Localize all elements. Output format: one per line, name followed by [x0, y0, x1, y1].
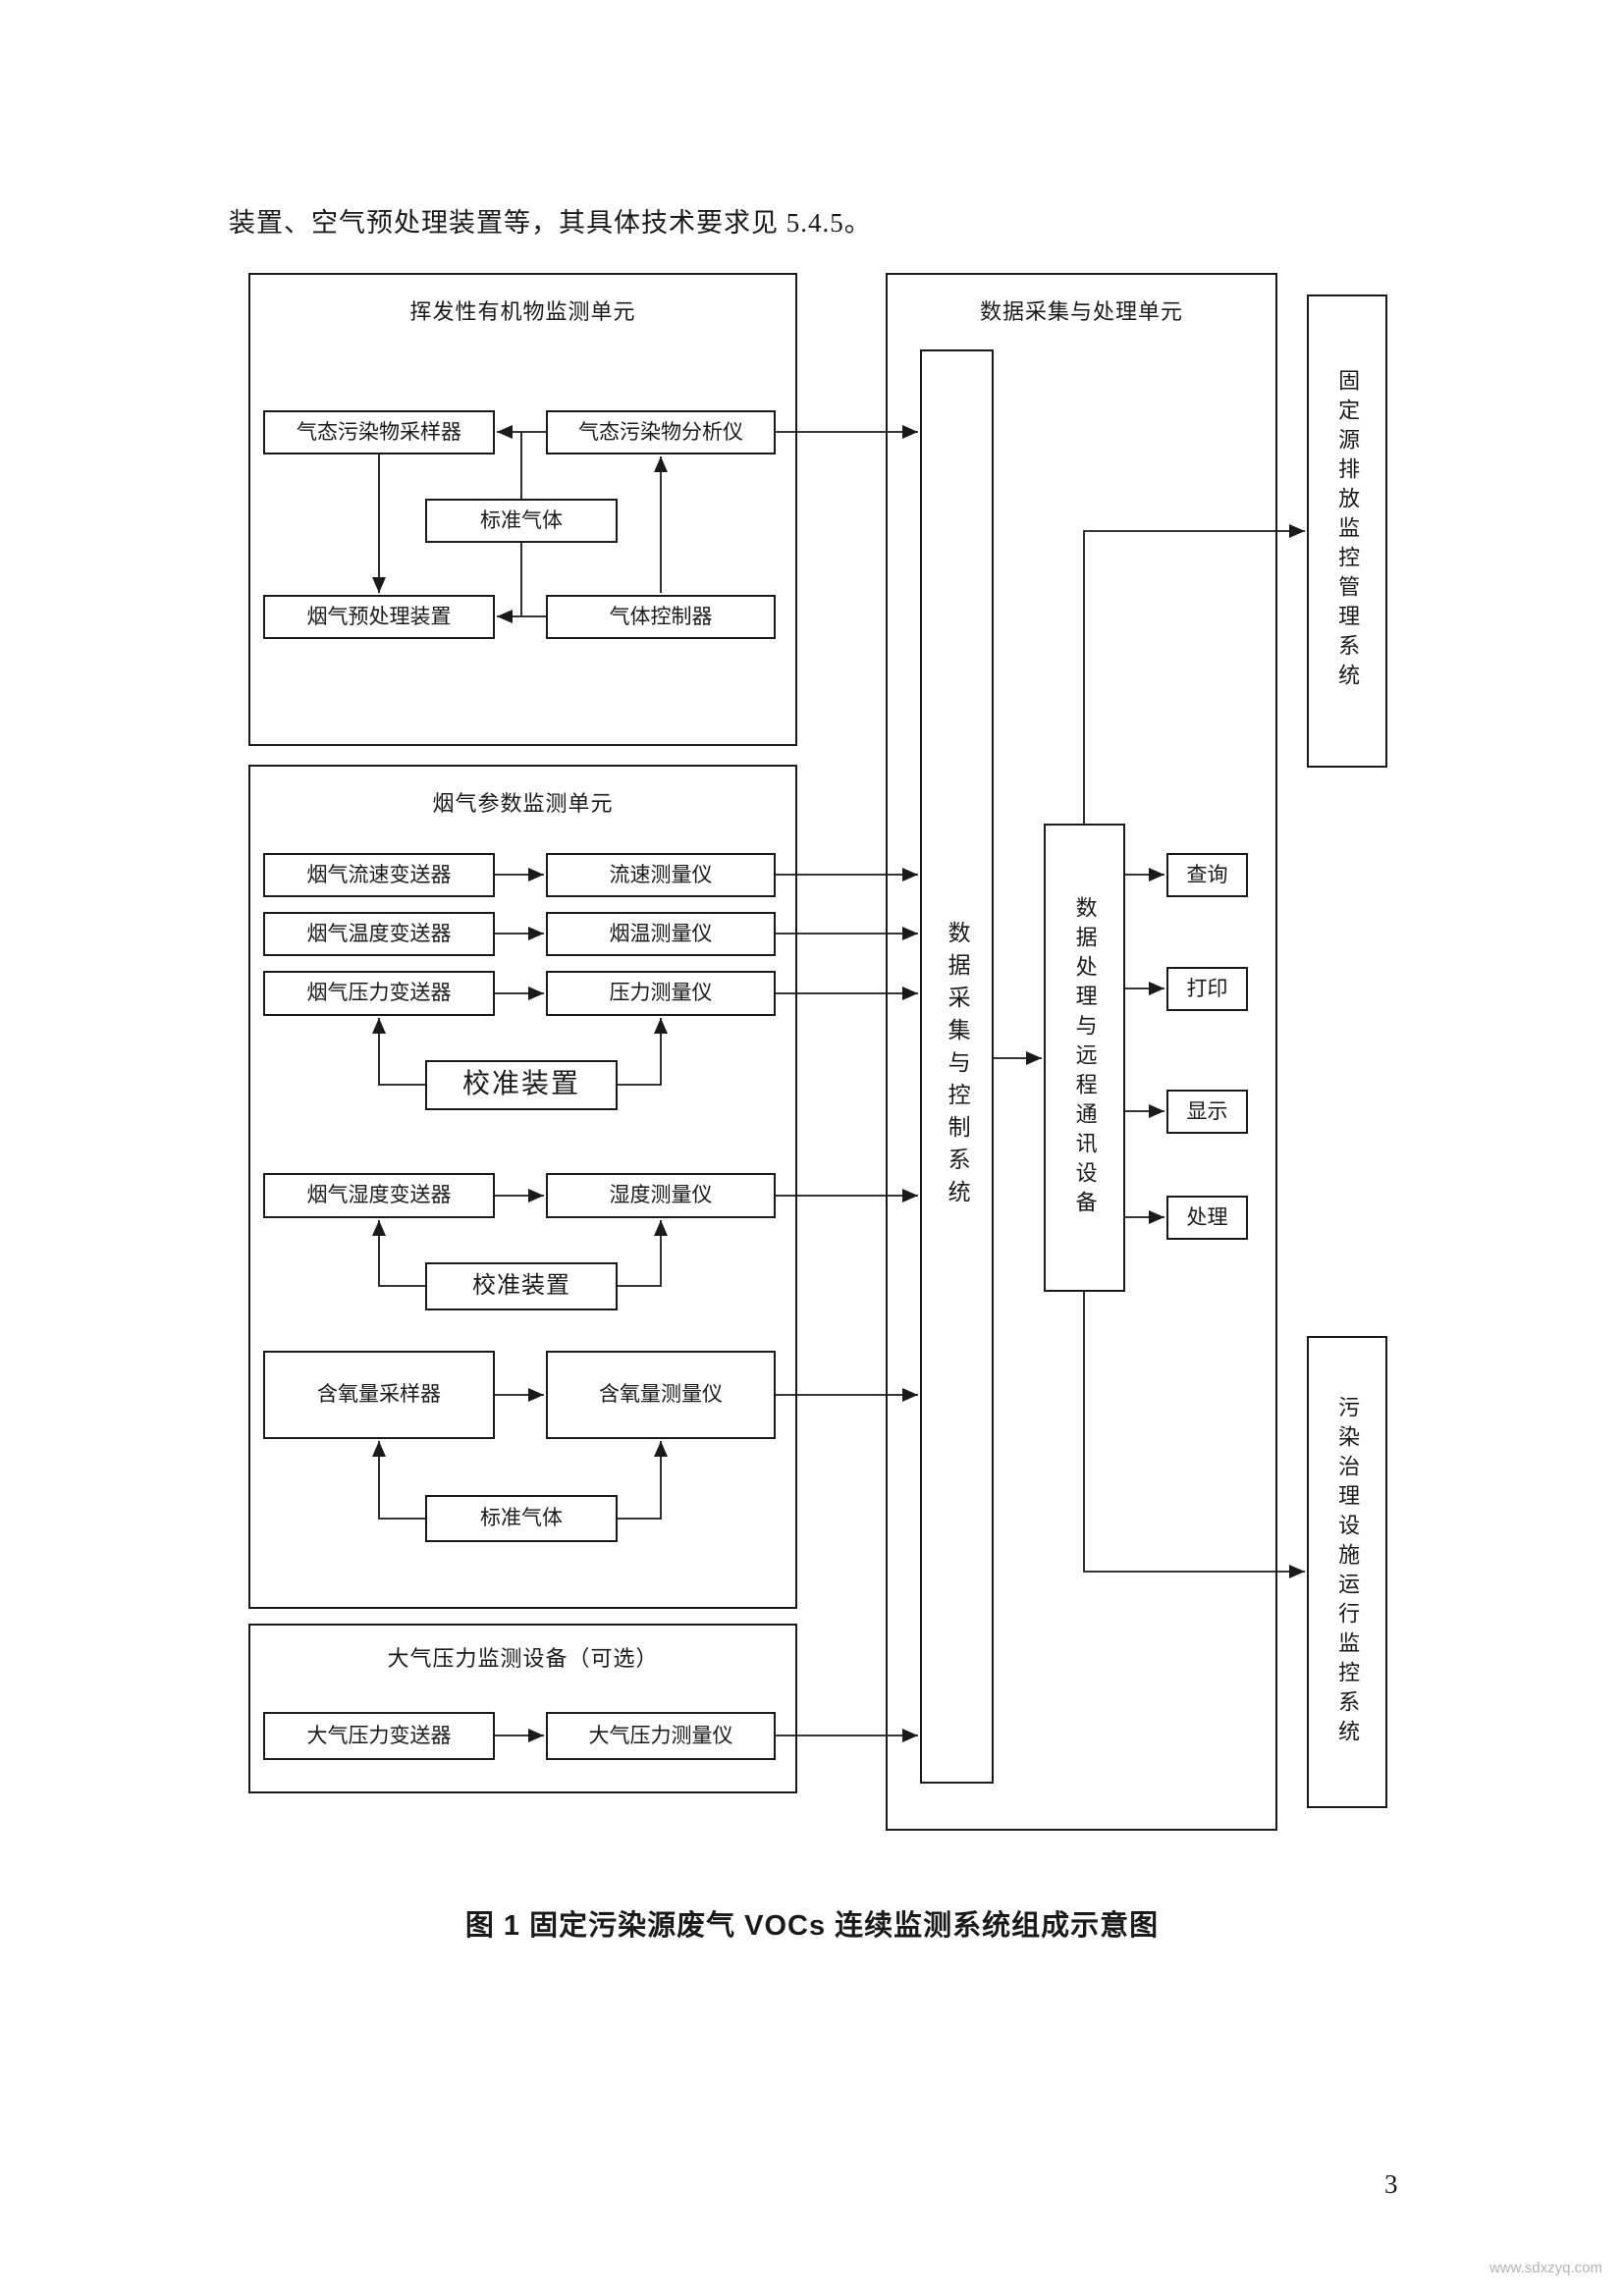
voc-unit-title: 挥发性有机物监测单元: [409, 299, 636, 324]
node-standard-gas-oxygen: 标准气体: [425, 1495, 618, 1542]
node-calibration-device-2: 校准装置: [425, 1262, 618, 1310]
intro-text: 装置、空气预处理装置等，其具体技术要求见 5.4.5。: [229, 208, 872, 238]
node-output-process: 处理: [1166, 1196, 1248, 1240]
node-flow-transmitter: 烟气流速变送器: [263, 853, 495, 897]
node-flue-gas-pretreatment: 烟气预处理装置: [263, 595, 495, 639]
flue-unit-title: 烟气参数监测单元: [432, 791, 614, 816]
node-pressure-transmitter: 烟气压力变送器: [263, 971, 495, 1016]
node-pollution-control-monitoring-system: 污染治理设施运行监控系统: [1307, 1336, 1387, 1808]
node-flow-meter: 流速测量仪: [546, 853, 776, 897]
node-oxygen-sampler: 含氧量采样器: [263, 1351, 495, 1439]
atm-unit-title: 大气压力监测设备（可选）: [387, 1646, 659, 1671]
node-atm-pressure-meter: 大气压力测量仪: [546, 1712, 776, 1760]
node-gas-controller: 气体控制器: [546, 595, 776, 639]
node-oxygen-meter: 含氧量测量仪: [546, 1351, 776, 1439]
node-output-display: 显示: [1166, 1090, 1248, 1134]
node-pressure-meter: 压力测量仪: [546, 971, 776, 1016]
node-temperature-meter: 烟温测量仪: [546, 912, 776, 956]
node-calibration-device-1: 校准装置: [425, 1060, 618, 1110]
atmospheric-pressure-unit-group: 大气压力监测设备（可选）: [248, 1624, 797, 1793]
node-output-print: 打印: [1166, 967, 1248, 1011]
node-temperature-transmitter: 烟气温度变送器: [263, 912, 495, 956]
node-processing-comm-device: 数据处理与远程通讯设备: [1044, 824, 1125, 1292]
watermark-text: www.sdxzyq.com: [1489, 2260, 1602, 2276]
node-humidity-transmitter: 烟气湿度变送器: [263, 1173, 495, 1218]
node-emission-monitoring-system: 固定源排放监控管理系统: [1307, 294, 1387, 768]
node-gas-pollutant-analyzer: 气态污染物分析仪: [546, 410, 776, 454]
node-humidity-meter: 湿度测量仪: [546, 1173, 776, 1218]
daq-unit-group: 数据采集与处理单元: [886, 273, 1277, 1831]
node-output-query: 查询: [1166, 853, 1248, 897]
flue-parameter-unit-group: 烟气参数监测单元: [248, 765, 797, 1609]
node-atm-pressure-transmitter: 大气压力变送器: [263, 1712, 495, 1760]
node-standard-gas-voc: 标准气体: [425, 499, 618, 543]
figure-caption: 图 1 固定污染源废气 VOCs 连续监测系统组成示意图: [464, 1910, 1160, 1942]
node-gas-pollutant-sampler: 气态污染物采样器: [263, 410, 495, 454]
daq-unit-title: 数据采集与处理单元: [979, 299, 1183, 324]
node-acq-control-system: 数据采集与控制系统: [920, 349, 994, 1784]
voc-monitoring-unit-group: 挥发性有机物监测单元: [248, 273, 797, 746]
page-number: 3: [1384, 2169, 1398, 2199]
